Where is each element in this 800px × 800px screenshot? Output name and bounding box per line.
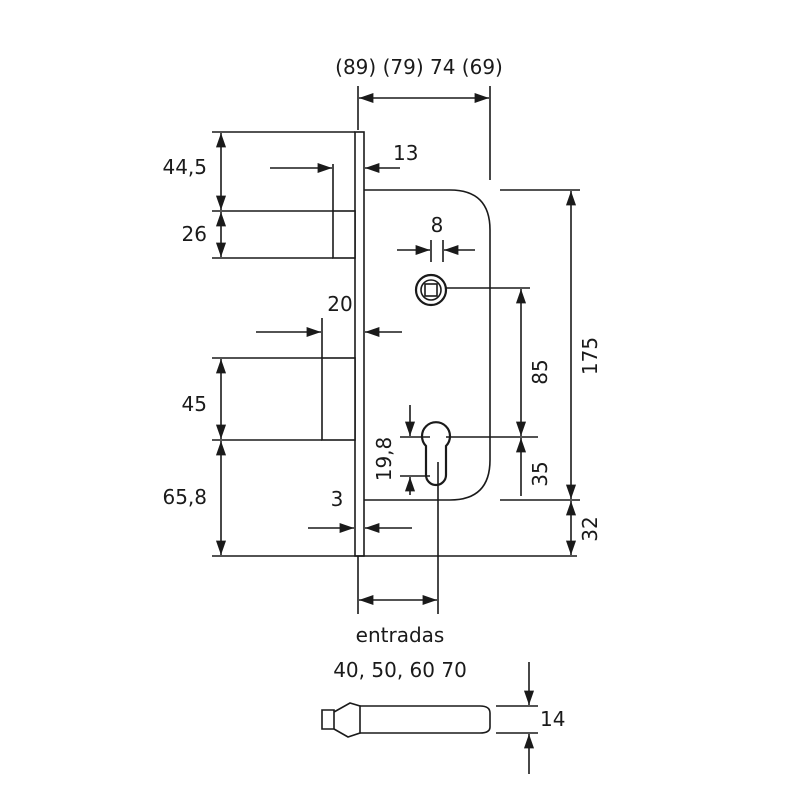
dim-20-label: 20	[327, 292, 352, 316]
dim-85-label: 85	[528, 359, 552, 384]
dim-26-label: 26	[182, 222, 207, 246]
dim-19-8-label: 19,8	[372, 437, 396, 482]
dim-13-label: 13	[393, 141, 418, 165]
dim-32-label: 32	[578, 516, 602, 541]
dim-14-label: 14	[540, 707, 565, 731]
latch-bolt	[332, 210, 356, 259]
dim-44-5-label: 44,5	[162, 155, 207, 179]
dim-35-label: 35	[528, 461, 552, 486]
spindle-hole-inner	[420, 279, 442, 301]
faceplate	[354, 131, 365, 557]
spindle-hole-outer	[414, 273, 448, 307]
bolt-profile	[321, 702, 361, 738]
backset-options-label: (89) (79) 74 (69)	[335, 55, 503, 79]
dim-8-label: 8	[431, 213, 444, 237]
entradas-label: entradas	[356, 623, 445, 647]
deadbolt	[321, 357, 356, 441]
dim-65-8-label: 65,8	[162, 485, 207, 509]
faceplate-profile	[360, 705, 491, 734]
lock-case-outline	[364, 189, 491, 501]
entradas-values: 40, 50, 60 70	[333, 658, 467, 682]
dim-45-label: 45	[182, 392, 207, 416]
dim-3-label: 3	[331, 487, 344, 511]
cylinder-keyhole	[420, 421, 452, 487]
dim-175-label: 175	[578, 337, 602, 375]
spindle-square	[424, 283, 438, 297]
